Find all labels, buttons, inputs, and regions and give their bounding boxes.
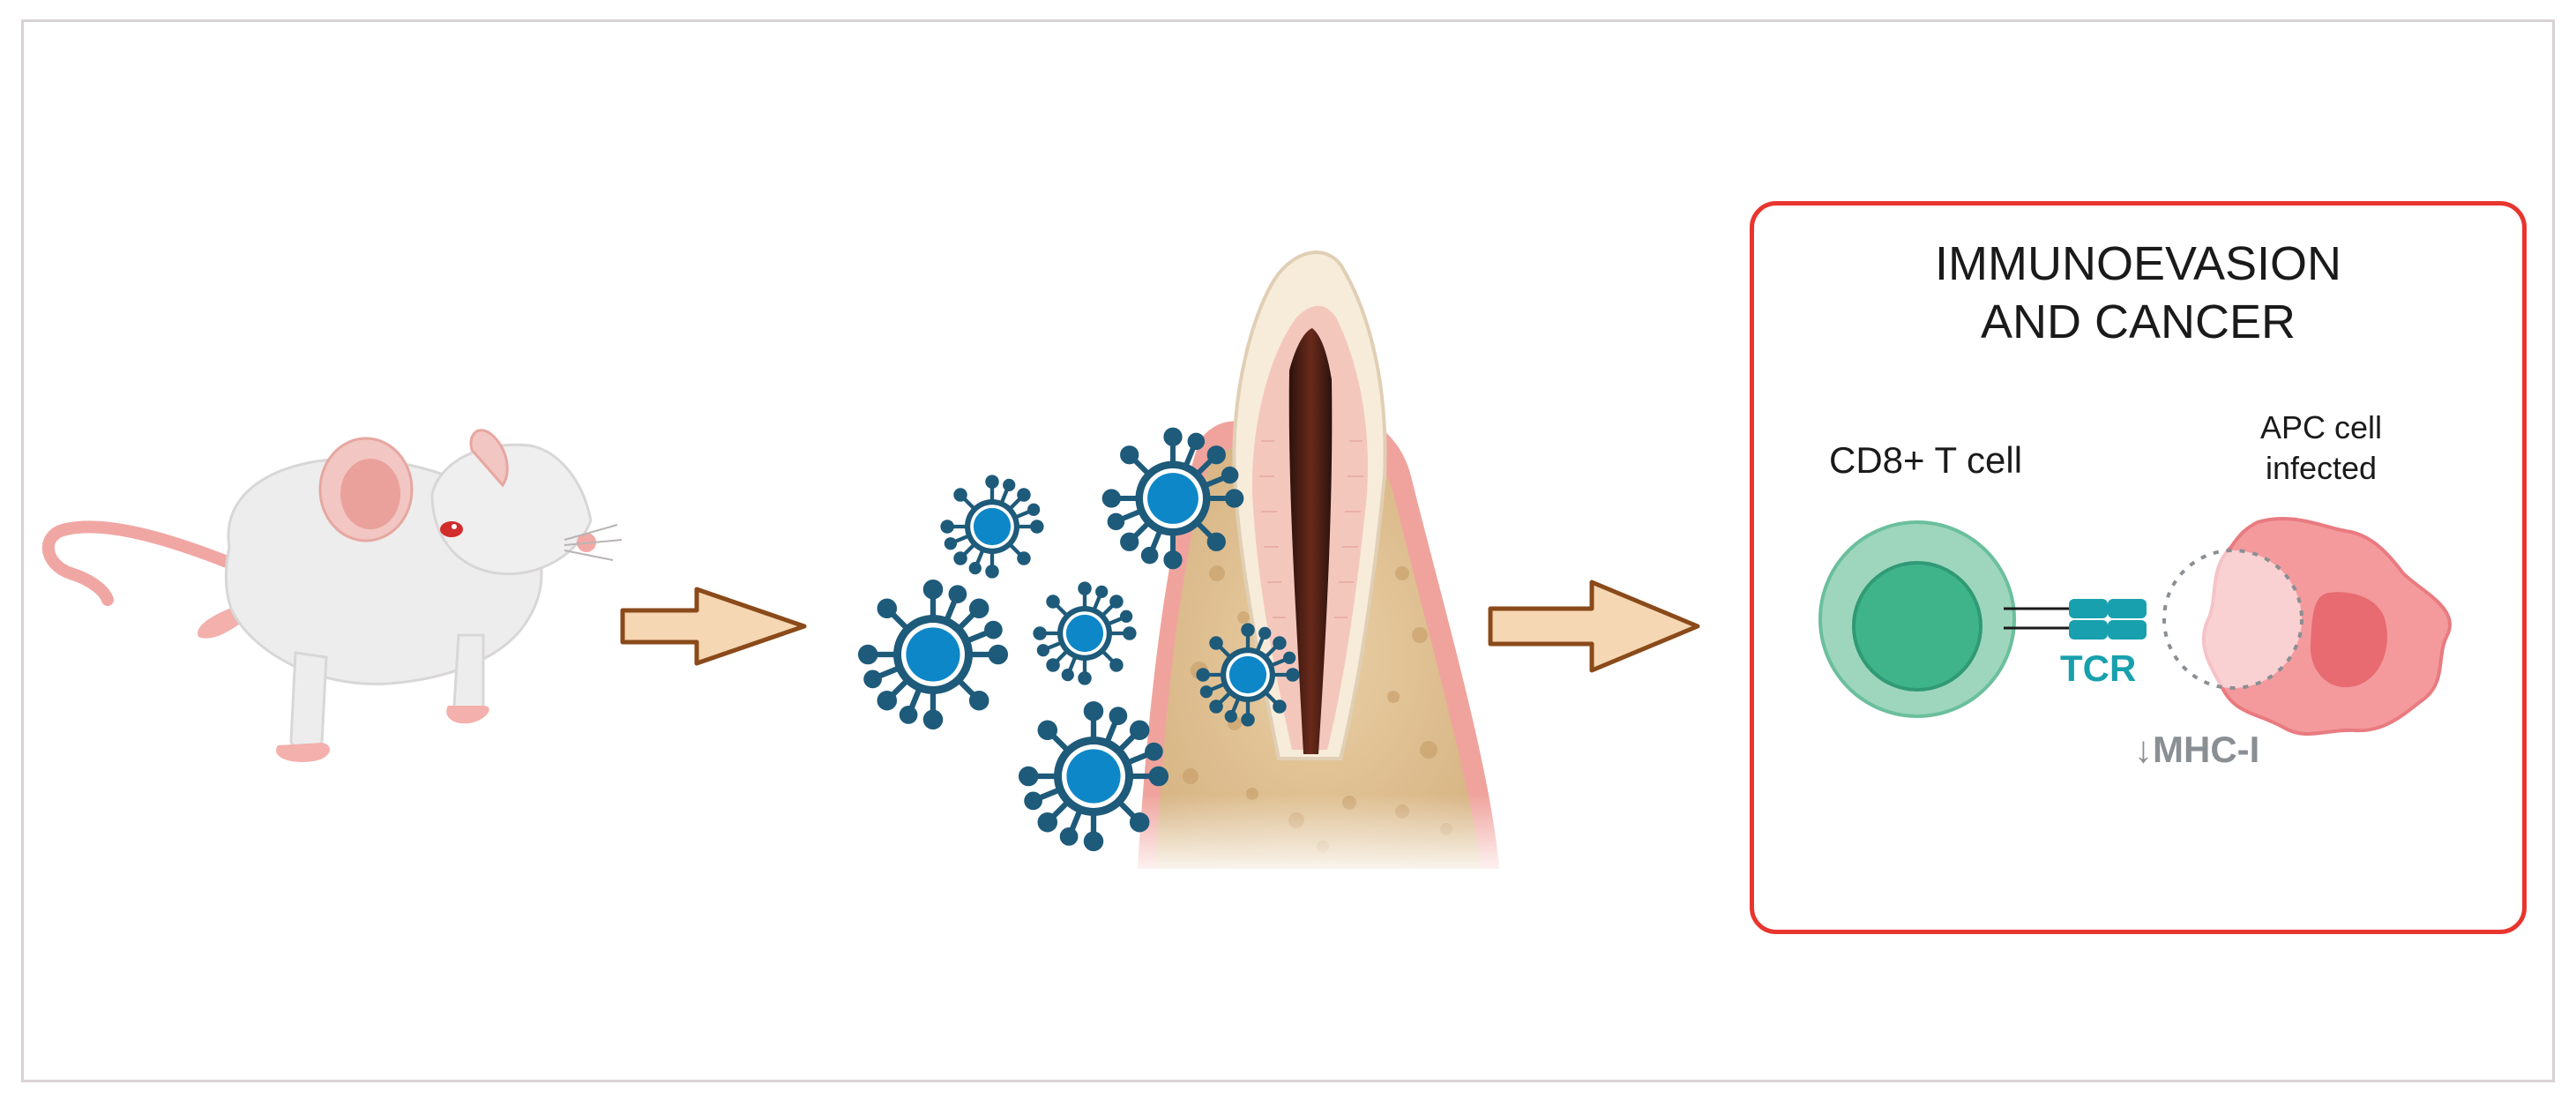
arrow-right-icon: [620, 587, 807, 666]
panel-title: IMMUNOEVASION AND CANCER: [1750, 235, 2527, 351]
apc-cell-icon: [2162, 516, 2452, 736]
outer-frame: [21, 19, 2555, 1082]
tcr-label: TCR: [2060, 647, 2137, 689]
apc-label-line1: APC cell: [2259, 409, 2383, 445]
apc-cell-label: APC cell infected: [2215, 408, 2427, 489]
tooth-icon: [1129, 251, 1517, 882]
apc-label-line2: infected: [2265, 450, 2378, 486]
tcr-receptor-icon: [2004, 599, 2147, 640]
panel-title-line1: IMMUNOEVASION: [1934, 237, 2342, 290]
t-cell-label: CD8+ T cell: [1829, 439, 2023, 481]
mhc-label: ↓MHC-I: [2134, 729, 2260, 770]
arrow-right-icon: [1488, 580, 1700, 673]
t-cell-icon: [1818, 520, 2016, 718]
panel-title-line2: AND CANCER: [1980, 295, 2296, 348]
mouse-icon: [42, 429, 623, 763]
immunoevasion-panel: [1750, 201, 2527, 934]
